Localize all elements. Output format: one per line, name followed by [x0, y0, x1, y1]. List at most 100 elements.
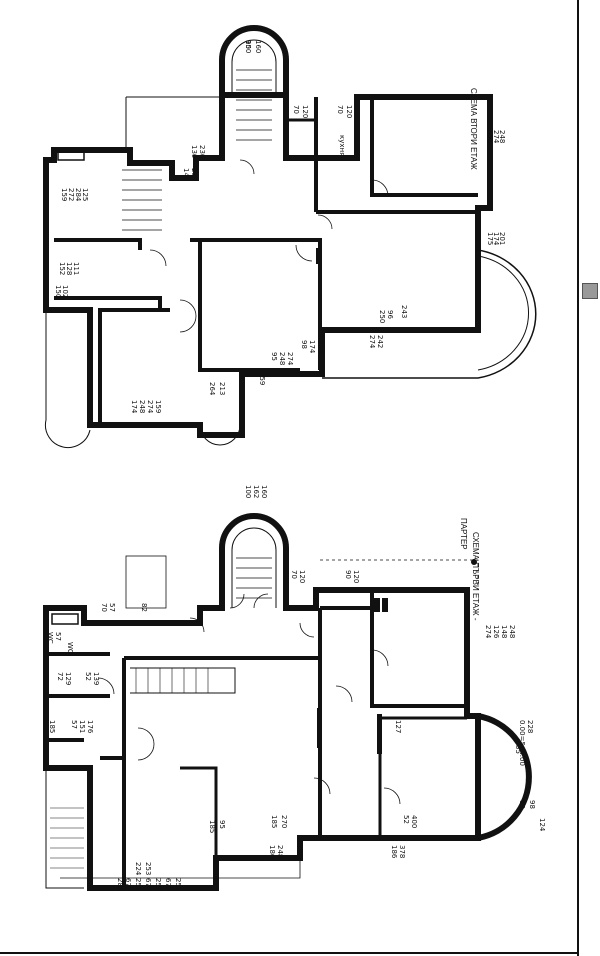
dimension-label: 186 — [268, 845, 276, 859]
dimension-label: 151 — [78, 720, 86, 733]
dimension-label: 185 — [270, 815, 278, 828]
dimension-label: 70 — [100, 603, 108, 612]
dimension-label: 100 — [244, 485, 252, 498]
dimension-label: 248 — [278, 352, 286, 365]
dimension-label: 201 — [498, 232, 506, 245]
dimension-label: 264 — [208, 382, 216, 396]
dimension-label: 274 — [286, 352, 294, 366]
dimension-label: 272 — [67, 188, 75, 201]
page-tab-marker — [582, 283, 598, 299]
dimension-label: 186 — [390, 845, 398, 859]
sheet-right-border — [577, 0, 579, 956]
dimension-label: 111 — [72, 262, 80, 275]
dimension-label: 130 — [190, 145, 198, 158]
dimension-label: 126 — [492, 625, 500, 639]
dimension-label: 125 — [81, 188, 89, 201]
dimension-label: 248 — [508, 625, 516, 638]
dimension-label: 176 — [86, 720, 94, 734]
dimension-label: 100 — [244, 40, 252, 53]
dimension-label: 282 — [116, 878, 124, 891]
dimension-label: 248 — [498, 130, 506, 143]
dimension-label: WC — [46, 632, 54, 644]
dimension-label: кухня — [338, 135, 346, 156]
dimension-label: 0.00=544.00 — [518, 720, 526, 766]
dimension-label: 124 — [538, 818, 546, 832]
dimension-label: 274 — [146, 400, 154, 414]
dimension-label: 150 — [54, 285, 62, 298]
dimension-label: 127 — [394, 720, 402, 733]
dimension-label: 175 — [486, 232, 494, 245]
dimension-label: 162 — [252, 485, 260, 498]
dimension-label: 152 — [58, 262, 66, 275]
dimension-label: 248 — [276, 845, 284, 858]
dimension-label: 67 — [144, 878, 152, 887]
dimension-label: 185 — [208, 820, 216, 833]
dimension-label: 96 — [386, 310, 394, 319]
dimension-label: 257 — [134, 878, 142, 891]
dimension-label: 274 — [368, 335, 376, 349]
dimension-label: 120 — [298, 570, 306, 583]
dimension-label: 52 — [402, 815, 410, 824]
dimension-label: 142 — [182, 168, 190, 181]
dimension-label: 90 — [344, 570, 352, 579]
dimension-label: 120 — [352, 570, 360, 583]
dimension-label: 274 — [492, 130, 500, 144]
dimension-label: 70 — [336, 105, 344, 114]
dimension-label: 95 — [218, 820, 226, 829]
dimension-label: 400 — [410, 815, 418, 828]
dimension-label: 174 — [492, 232, 500, 246]
dimension-label: 57 — [70, 720, 78, 729]
dimension-label: 236 — [190, 168, 198, 182]
dimension-label: 174 — [308, 340, 316, 354]
dimension-label: 160 — [260, 485, 268, 498]
dimension-label: 82 — [140, 603, 148, 612]
dimension-label: 70 — [290, 570, 298, 579]
dimension-label: 228 — [526, 720, 534, 733]
dimension-label: 35 — [514, 745, 522, 754]
dimension-label: 98 — [300, 340, 308, 349]
dimension-label: 159 — [258, 372, 266, 385]
dimension-label: 70 — [292, 105, 300, 114]
dimension-label: 72 — [56, 672, 64, 681]
dimension-label: 243 — [400, 305, 408, 318]
dimension-label: 213 — [218, 382, 226, 395]
dimension-label: 159 — [486, 130, 494, 143]
dimension-label: 139 — [92, 672, 100, 685]
dimension-label: 98 — [528, 800, 536, 809]
dimension-label: 67 — [164, 878, 172, 887]
dimension-label: 160 — [254, 40, 262, 53]
dimension-label: 174 — [130, 400, 138, 414]
dimension-label: 213 — [316, 340, 324, 353]
dimension-label: 128 — [65, 262, 73, 275]
dimension-label: 185 — [48, 720, 56, 733]
dimension-label: 253 — [144, 862, 152, 875]
dimension-label: 102 — [61, 285, 69, 298]
dimension-label: 274 — [484, 625, 492, 639]
dimension-label: 129 — [64, 672, 72, 685]
dimension-label: 257 — [174, 878, 182, 891]
dimension-label: 148 — [500, 625, 508, 638]
dimension-label: 95 — [270, 352, 278, 361]
dimension-label: 67 — [124, 878, 132, 887]
dimension-label: 159 — [60, 188, 68, 201]
dimension-label: 230 — [198, 145, 206, 158]
dimension-label: 378 — [398, 845, 406, 858]
dimension-label: 80 — [518, 800, 526, 809]
dimension-label: 242 — [376, 335, 384, 348]
dimension-label: 270 — [280, 815, 288, 828]
dimension-label: 284 — [74, 188, 82, 202]
dimension-label: 250 — [378, 310, 386, 323]
dimension-label: 120 — [345, 105, 353, 118]
dimension-label: 52 — [84, 672, 92, 681]
sheet-bottom-border — [0, 952, 579, 954]
dimension-label: 257 — [154, 878, 162, 891]
dimension-label: 57 — [54, 632, 62, 641]
dimension-label: 57 — [108, 603, 116, 612]
dimension-label: 159 — [154, 400, 162, 413]
dimension-label: 120 — [301, 105, 309, 118]
dimension-label: 95 — [244, 40, 252, 49]
